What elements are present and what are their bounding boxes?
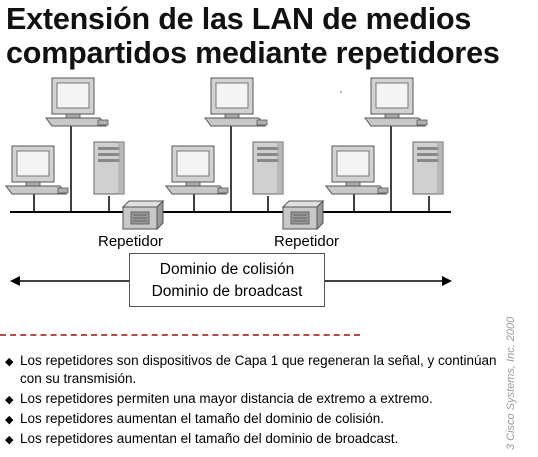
computer-icon [45, 77, 109, 127]
bullet-item: ◆Los repetidores permiten una mayor dist… [4, 390, 504, 408]
arrow-right-icon [442, 276, 452, 286]
server-tower-icon [93, 141, 125, 195]
server-tower-icon [412, 141, 444, 195]
computer-icon [325, 145, 389, 195]
domain-box: Dominio de colisión Dominio de broadcast [129, 253, 325, 307]
computer-icon [5, 145, 69, 195]
computer-icon [165, 145, 229, 195]
server-tower-icon [252, 141, 284, 195]
diamond-bullet-icon: ◆ [5, 394, 14, 406]
title-line-1: Extensión de las LAN de medios [6, 2, 472, 36]
diamond-bullet-icon: ◆ [5, 434, 14, 446]
copyright-text: 3 Cisco Systems, Inc. 2000 [505, 316, 517, 450]
computer-icon [364, 77, 428, 127]
repeater-label-1: Repetidor [98, 233, 164, 250]
divider [0, 334, 360, 336]
bullet-item: ◆Los repetidores son dispositivos de Cap… [5, 353, 497, 386]
repeater-label-2: Repetidor [274, 233, 340, 250]
broadcast-domain-label: Dominio de broadcast [151, 283, 303, 300]
arrow-left-icon [10, 276, 20, 286]
title-line-2: compartidos mediante repetidores [6, 36, 500, 70]
diamond-bullet-icon: ◆ [5, 414, 14, 426]
repeater-icon [122, 200, 164, 230]
bullet-item: ◆Los repetidores aumentan el tamaño del … [4, 430, 504, 448]
bullet-list: ◆Los repetidores son dispositivos de Cap… [4, 352, 504, 450]
repeater-icon [282, 200, 324, 230]
collision-domain-label: Dominio de colisión [159, 261, 295, 278]
bullet-item: ◆Los repetidores aumentan el tamaño del … [4, 410, 504, 428]
diamond-bullet-icon: ◆ [5, 356, 14, 368]
computer-icon [204, 77, 268, 127]
network-diagram [5, 77, 452, 286]
slide-title: Extensión de las LAN de medios compartid… [6, 2, 534, 70]
